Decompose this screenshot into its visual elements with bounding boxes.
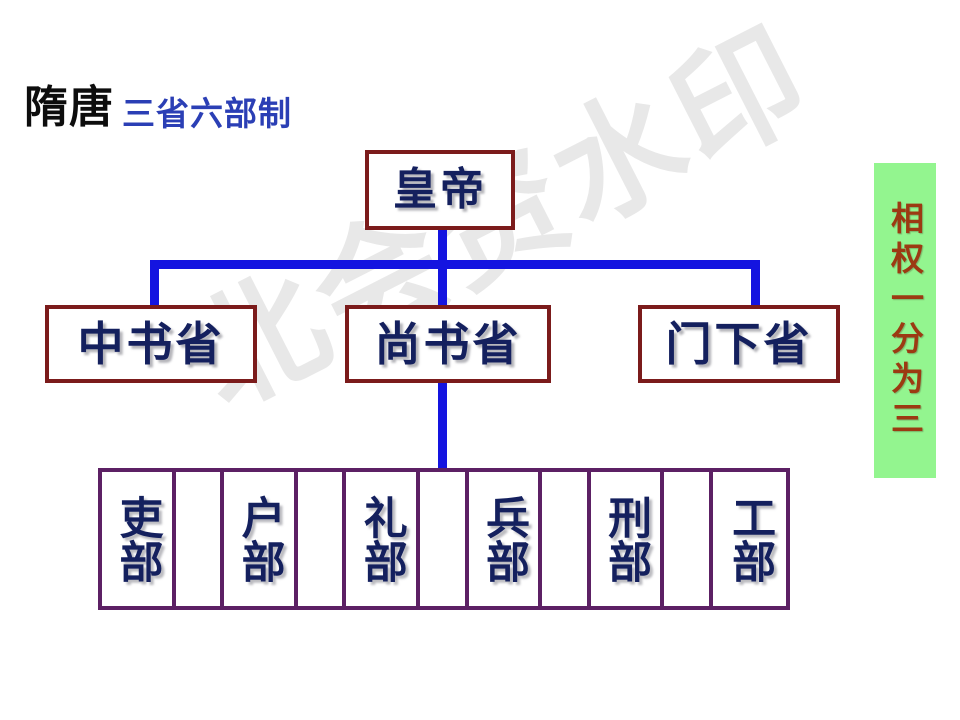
connector-horizontal-bus (150, 260, 760, 269)
node-menxia-sheng[interactable]: 门下省 (638, 305, 840, 383)
node-zhongshu-sheng[interactable]: 中书省 (45, 305, 257, 383)
ministry-spacer-5 (664, 472, 713, 606)
ministry-cell-bing[interactable]: 兵部 (468, 472, 543, 606)
ministry-label-bing: 兵部 (477, 495, 529, 583)
node-zhongshu-label: 中书省 (77, 317, 225, 371)
ministry-label-gong: 工部 (724, 495, 776, 583)
connector-to-shangshu (438, 260, 447, 310)
connector-emperor-vertical (438, 226, 447, 266)
ministry-cell-gong[interactable]: 工部 (712, 472, 786, 606)
ministries-container: 吏部 户部 礼部 兵部 刑部 工部 (98, 468, 790, 610)
ministry-spacer-4 (542, 472, 591, 606)
node-shangshu-label: 尚书省 (374, 317, 522, 371)
page-title: 隋唐 三省六部制 (24, 82, 292, 133)
node-menxia-label: 门下省 (665, 317, 813, 371)
ministry-spacer-2 (297, 472, 347, 606)
connector-to-zhongshu (150, 260, 159, 310)
title-subject: 三省六部制 (122, 94, 292, 133)
side-note-label: 相权一分为三 (885, 200, 925, 441)
connector-to-menxia (751, 260, 760, 310)
ministry-label-li: 吏部 (111, 495, 163, 583)
connector-shangshu-to-ministries (438, 380, 447, 470)
side-note-callout: 相权一分为三 (874, 163, 936, 478)
ministry-label-hu: 户部 (233, 495, 285, 583)
ministry-label-li-rites: 礼部 (355, 495, 407, 583)
ministry-spacer-3 (419, 472, 469, 606)
node-emperor-label: 皇帝 (393, 164, 487, 215)
ministry-cell-hu[interactable]: 户部 (224, 472, 298, 606)
title-dynasty: 隋唐 (24, 82, 114, 133)
node-shangshu-sheng[interactable]: 尚书省 (345, 305, 551, 383)
ministry-cell-li[interactable]: 吏部 (102, 472, 176, 606)
ministry-cell-xing[interactable]: 刑部 (590, 472, 665, 606)
ministry-cell-li-rites[interactable]: 礼部 (346, 472, 420, 606)
ministry-label-xing: 刑部 (600, 495, 652, 583)
node-emperor[interactable]: 皇帝 (365, 150, 515, 230)
ministry-spacer-1 (175, 472, 225, 606)
